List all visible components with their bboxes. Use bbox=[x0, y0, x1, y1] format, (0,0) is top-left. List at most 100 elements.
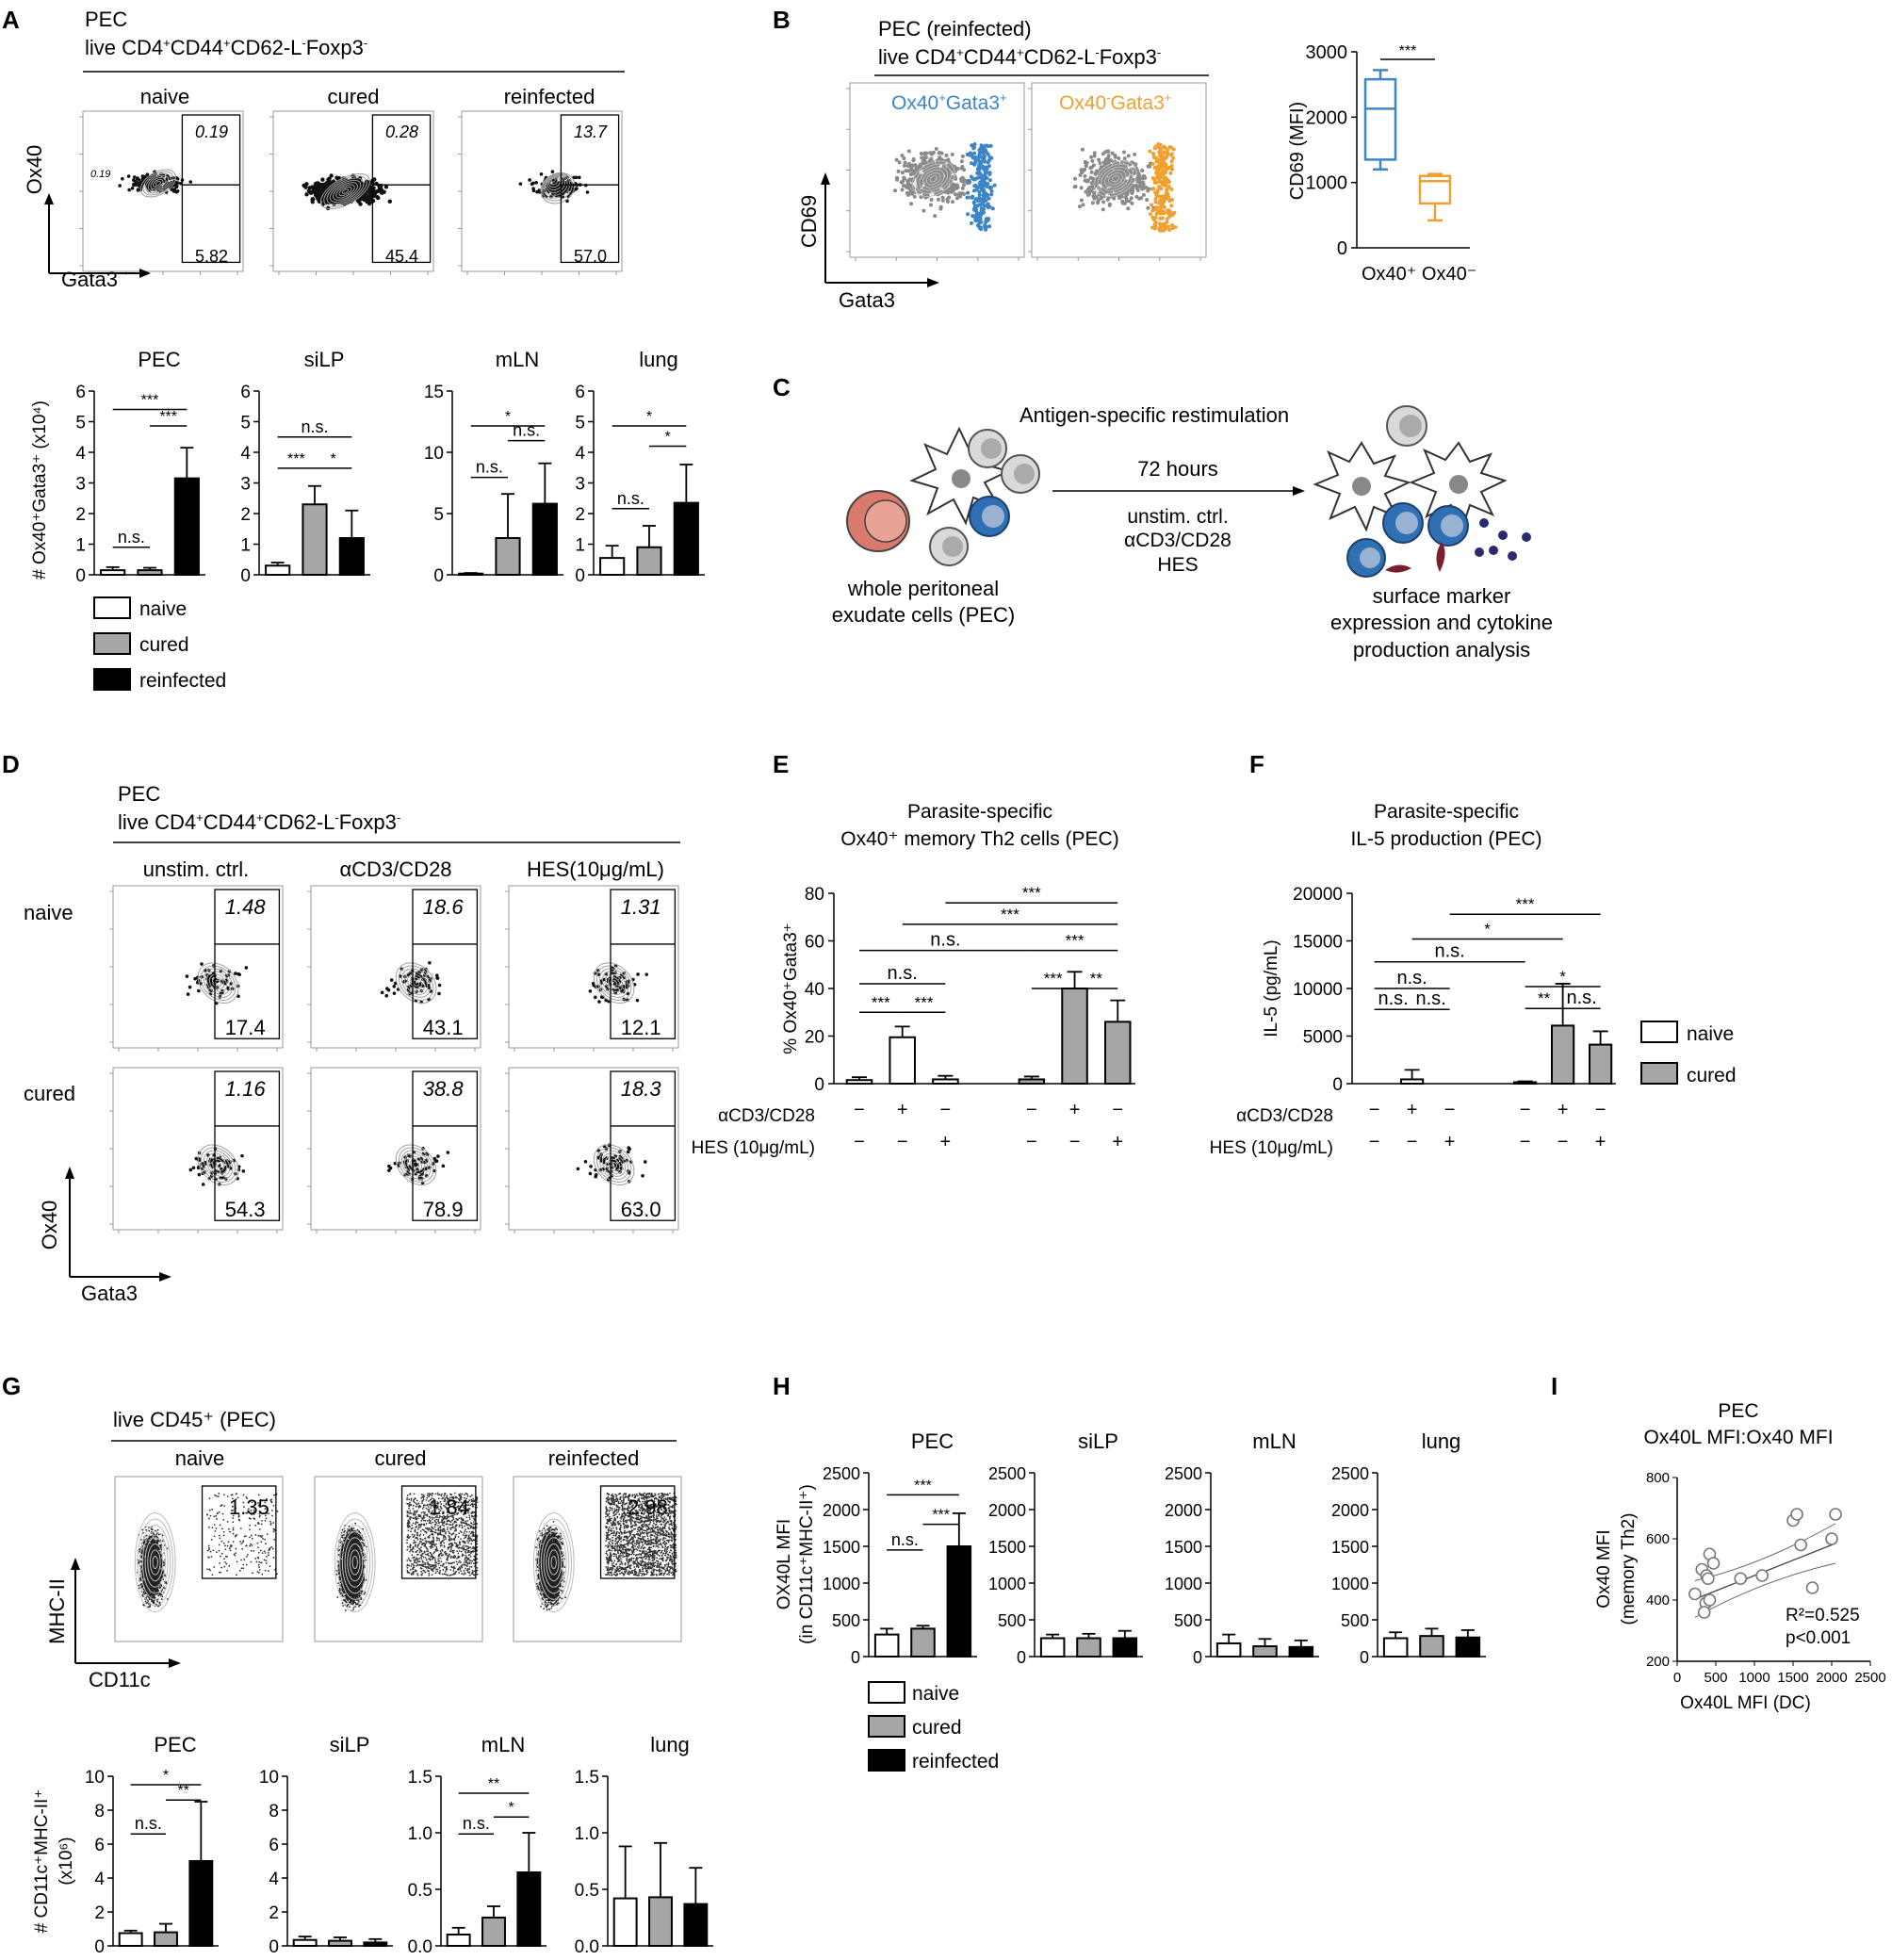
gated-event bbox=[1156, 168, 1160, 172]
flow-event bbox=[1099, 161, 1102, 165]
gated-event bbox=[973, 156, 977, 160]
flow-event bbox=[189, 1168, 193, 1172]
flow-event bbox=[245, 966, 249, 970]
stim-sign: − bbox=[1444, 1100, 1456, 1120]
y-tick-label: 5 bbox=[575, 414, 585, 433]
gated-event bbox=[987, 164, 991, 168]
flow-event bbox=[192, 1166, 196, 1169]
G-cond-1: cured bbox=[374, 1446, 426, 1470]
D-lower-0-1: 43.1 bbox=[423, 1016, 464, 1039]
hes-sign: + bbox=[940, 1132, 952, 1152]
flow-event bbox=[537, 188, 541, 192]
flow-event bbox=[915, 167, 919, 171]
flow-event bbox=[935, 147, 938, 151]
y-tick-label: 5000 bbox=[1303, 1028, 1343, 1048]
flow-event bbox=[938, 155, 941, 159]
gated-event bbox=[984, 148, 987, 152]
sig-label: n.s. bbox=[1566, 988, 1596, 1008]
flow-event bbox=[390, 978, 394, 982]
gated-event bbox=[1156, 190, 1160, 194]
gated-event bbox=[985, 171, 988, 174]
stim-sign: − bbox=[1520, 1100, 1531, 1120]
flow-event bbox=[954, 192, 957, 196]
gated-event bbox=[1151, 153, 1155, 156]
flow-event bbox=[417, 1177, 421, 1181]
flow-event bbox=[636, 999, 640, 1003]
flow-event bbox=[1140, 188, 1144, 191]
A-ylabel: # Ox40⁺Gata3⁺ (x10⁴) bbox=[30, 400, 50, 580]
gated-event bbox=[987, 224, 991, 228]
hes-sign: − bbox=[1369, 1132, 1380, 1152]
flow-event bbox=[1080, 186, 1084, 189]
flow-event bbox=[153, 1603, 155, 1605]
flow-event bbox=[393, 991, 397, 995]
A-gate: live CD4+CD44+CD62-L-Foxp3- bbox=[85, 36, 367, 59]
B-title: PEC (reinfected) bbox=[878, 17, 1032, 41]
flow-event bbox=[961, 187, 965, 190]
flow-event bbox=[589, 989, 593, 993]
flow-event bbox=[1078, 173, 1082, 177]
flow-event bbox=[132, 183, 136, 187]
gated-event bbox=[987, 144, 990, 148]
flow-event bbox=[145, 1600, 147, 1602]
D-upper-0-1: 18.6 bbox=[423, 895, 465, 919]
gated-event bbox=[1150, 209, 1154, 213]
D-flow-plots: 1.4817.418.643.11.3112.11.1654.338.878.9… bbox=[109, 886, 678, 1233]
sig-label: n.s. bbox=[513, 421, 540, 440]
flow-event bbox=[531, 187, 535, 190]
C-right-1: expression and cytokine bbox=[1330, 611, 1553, 634]
flow-event bbox=[121, 177, 124, 181]
flow-event bbox=[1084, 160, 1087, 164]
flow-event bbox=[930, 198, 934, 202]
A-upper-2: 13.7 bbox=[574, 122, 608, 141]
flow-event bbox=[323, 183, 327, 187]
sig-label: * bbox=[505, 409, 511, 425]
A-upper-1: 0.28 bbox=[385, 122, 418, 141]
gated-event bbox=[1161, 172, 1165, 176]
gated-event bbox=[985, 176, 988, 180]
flow-event bbox=[597, 1000, 601, 1004]
gated-event bbox=[979, 227, 983, 231]
A-cond-reinfected: reinfected bbox=[504, 85, 595, 108]
flow-event bbox=[1123, 156, 1127, 160]
flow-event bbox=[172, 189, 176, 193]
flow-event bbox=[902, 184, 905, 188]
gated-event bbox=[991, 206, 995, 210]
G-cond-2: reinfected bbox=[548, 1446, 640, 1470]
y-tick-label: 40 bbox=[805, 980, 824, 1000]
gated-event bbox=[1161, 152, 1165, 155]
flow-event bbox=[1133, 153, 1136, 156]
sig-label: *** bbox=[1066, 932, 1085, 950]
D-upper-0-0: 1.48 bbox=[225, 895, 267, 919]
bar-naive-1 bbox=[1401, 1079, 1423, 1084]
flow-event bbox=[200, 962, 204, 966]
D-upper-1-1: 38.8 bbox=[423, 1077, 465, 1101]
flow-event bbox=[929, 204, 933, 207]
flow-event bbox=[329, 173, 333, 177]
row-label-hes: HES (10μg/mL) bbox=[692, 1138, 815, 1158]
A-lower-2: 57.0 bbox=[574, 247, 607, 266]
flow-event bbox=[907, 150, 911, 154]
flow-event bbox=[1096, 201, 1100, 204]
y-tick-label: 4 bbox=[575, 444, 585, 464]
flow-event bbox=[435, 973, 439, 977]
flow-event bbox=[1131, 188, 1134, 191]
flow-event bbox=[938, 207, 942, 211]
flow-event bbox=[156, 1532, 158, 1534]
flow-event bbox=[1092, 193, 1096, 197]
flow-event bbox=[1145, 198, 1149, 202]
flow-event bbox=[589, 1165, 593, 1168]
A-naive-upper: 0.19 bbox=[90, 169, 110, 180]
hes-sign: + bbox=[1112, 1132, 1123, 1152]
gated-event bbox=[979, 217, 983, 220]
flow-event bbox=[234, 972, 237, 975]
flow-event bbox=[1142, 193, 1146, 197]
flow-event bbox=[644, 1160, 647, 1164]
sig-label: n.s. bbox=[888, 963, 918, 984]
y-tick-label: 3 bbox=[240, 475, 251, 495]
flow-event bbox=[636, 972, 640, 976]
gated-event bbox=[1165, 220, 1168, 224]
flow-event bbox=[381, 991, 384, 995]
flow-event bbox=[534, 181, 538, 185]
flow-event bbox=[158, 1534, 160, 1536]
